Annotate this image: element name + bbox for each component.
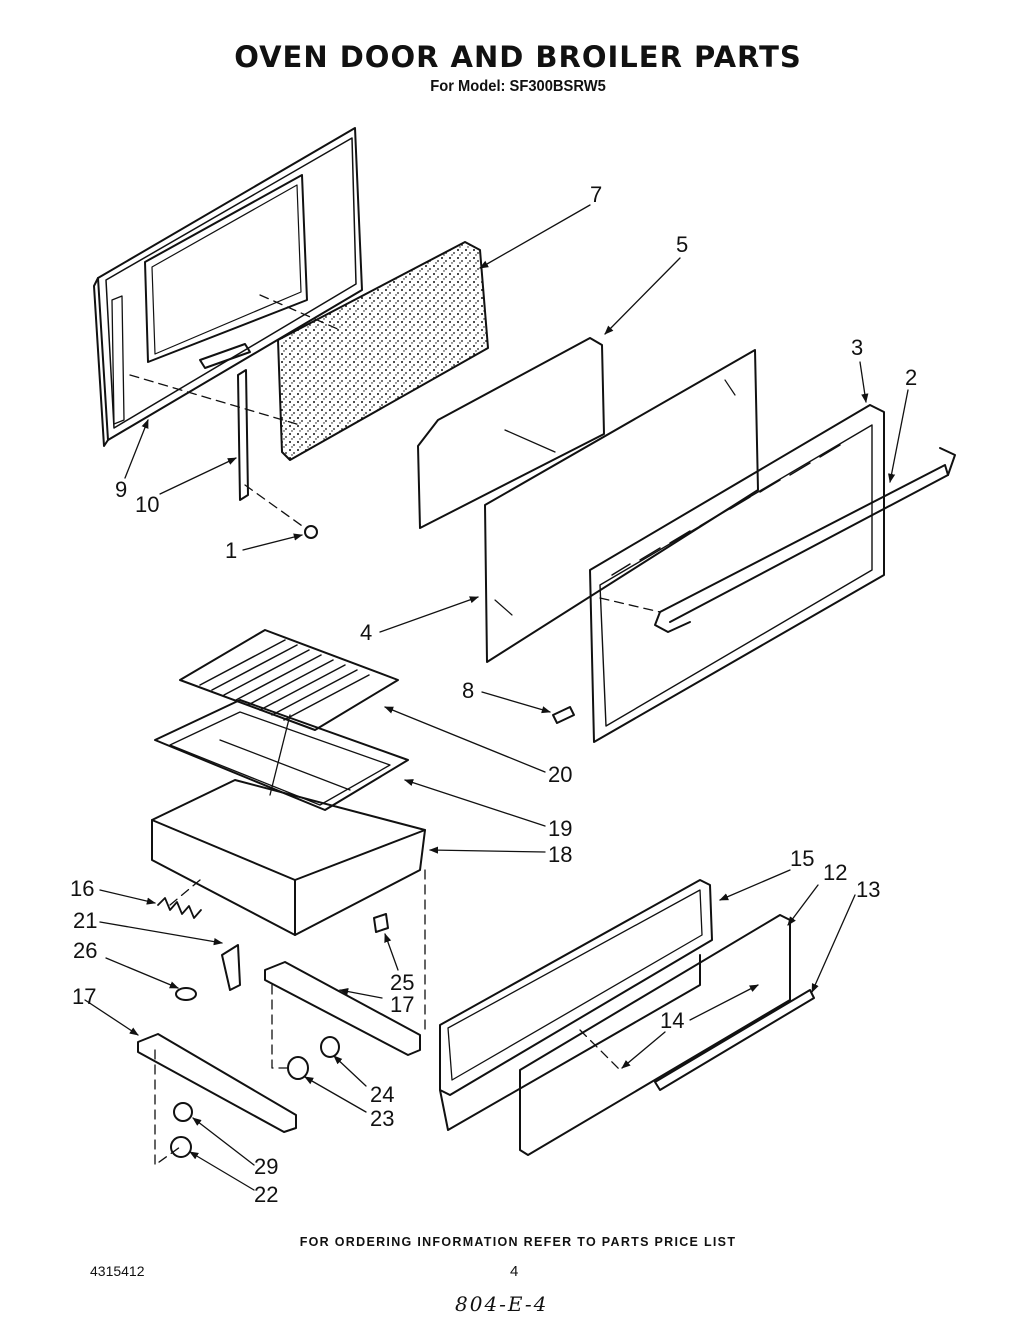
bracket-part [221, 944, 241, 991]
callout-labels: 7 5 3 2 9 10 1 4 8 20 19 18 15 12 13 16 … [70, 182, 917, 1207]
callout-26: 26 [73, 938, 97, 963]
callout-17-left: 17 [72, 984, 96, 1009]
outer-glass-part [484, 349, 759, 663]
broiler-door-handle-part [654, 989, 815, 1091]
screw-part [304, 525, 318, 539]
door-handle-part [654, 447, 956, 633]
callout-9: 9 [115, 477, 127, 502]
callout-19: 19 [548, 816, 572, 841]
callout-29: 29 [254, 1154, 278, 1179]
page-title: OVEN DOOR AND BROILER PARTS [234, 40, 802, 74]
screw-part-26 [175, 987, 197, 1001]
broiler-grid-part [179, 629, 399, 731]
callout-25: 25 [390, 970, 414, 995]
callout-8: 8 [462, 678, 474, 703]
callout-17-right: 17 [390, 992, 414, 1017]
assembly-lines [129, 294, 661, 1166]
knob-part-22 [170, 1136, 192, 1158]
callout-14: 14 [660, 1008, 684, 1033]
knob-part-23 [287, 1056, 309, 1080]
callout-24: 24 [370, 1082, 394, 1107]
insulation-part [277, 241, 489, 461]
rail-part-lower [137, 1033, 297, 1133]
knob-part-29 [173, 1102, 193, 1122]
page-number: 4 [510, 1263, 519, 1280]
clip-part-25 [373, 913, 389, 933]
rail-part-upper [264, 961, 421, 1056]
callout-7: 7 [590, 182, 602, 207]
spring-part [157, 897, 202, 919]
callout-21: 21 [73, 908, 97, 933]
broiler-door-panel-part [519, 914, 791, 1156]
clip-part [552, 706, 575, 724]
callout-12: 12 [823, 860, 847, 885]
callout-16: 16 [70, 876, 94, 901]
callout-13: 13 [856, 877, 880, 902]
callout-10: 10 [135, 492, 159, 517]
callout-20: 20 [548, 762, 572, 787]
knob-part-24 [320, 1036, 340, 1058]
document-number: 4315412 [90, 1263, 145, 1279]
callout-18: 18 [548, 842, 572, 867]
glass-pane-part [417, 337, 605, 529]
callout-1: 1 [225, 538, 237, 563]
callout-22: 22 [254, 1182, 278, 1207]
callout-2: 2 [905, 365, 917, 390]
door-frame-part [589, 404, 885, 743]
broiler-insert-part [154, 699, 409, 811]
ordering-info-note: FOR ORDERING INFORMATION REFER TO PARTS … [299, 1235, 737, 1249]
callout-3: 3 [851, 335, 863, 360]
inner-door-panel-part [93, 127, 363, 447]
callout-23: 23 [370, 1106, 394, 1131]
handwritten-note: 804-E-4 [455, 1292, 549, 1316]
leader-lines [84, 204, 909, 1191]
callout-15: 15 [790, 846, 814, 871]
broiler-door-liner-part [439, 879, 713, 1131]
callout-4: 4 [360, 620, 372, 645]
callout-5: 5 [676, 232, 688, 257]
broiler-pan-part [151, 779, 426, 936]
door-strip-part [237, 369, 249, 501]
model-subtitle: For Model: SF300BSRW5 [430, 78, 606, 95]
